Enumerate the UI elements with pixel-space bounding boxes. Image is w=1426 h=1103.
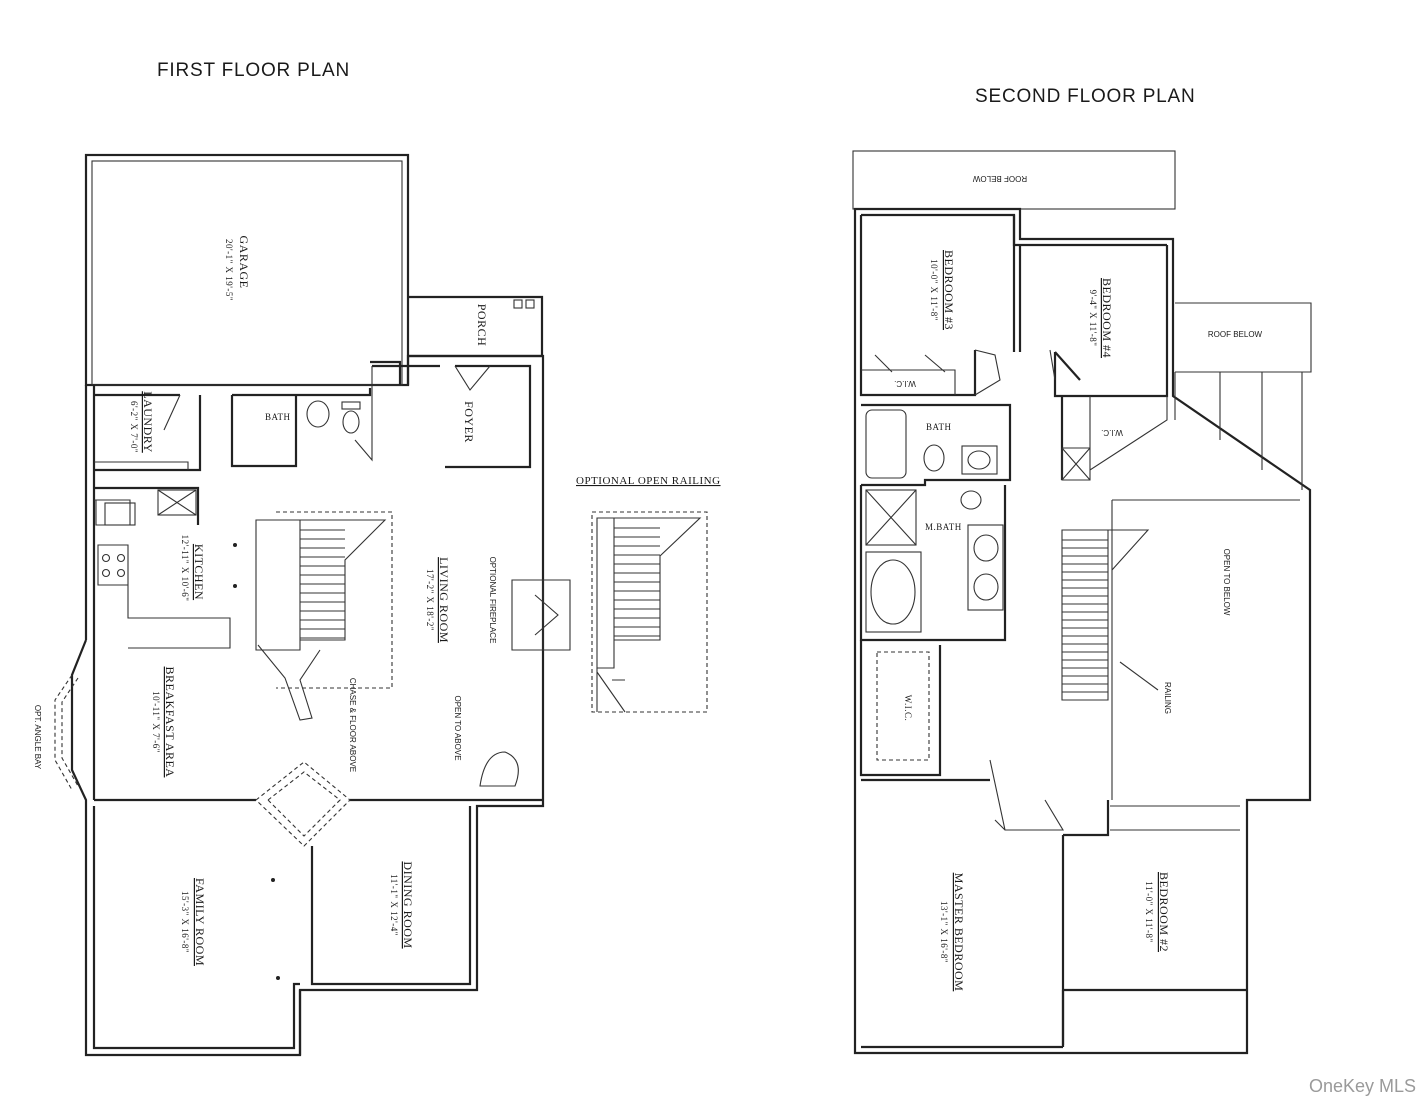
railing-note: RAILING [1163,682,1172,714]
open-to-below-note: OPEN TO BELOW [1222,549,1231,616]
bedroom-4-label: BEDROOM #4 [1100,278,1114,358]
master-bath-label: M.BATH [925,522,962,532]
porch-label: PORCH [475,304,489,347]
roof-below-right-label: ROOF BELOW [1208,330,1263,339]
living-room-label: LIVING ROOM [437,557,451,643]
master-bedroom-dims: 13'-1" X 16'-8" [939,901,949,963]
first-floor-plan-title: FIRST FLOOR PLAN [157,60,350,81]
optional-open-railing-label: OPTIONAL OPEN RAILING [576,475,721,487]
roof-below-top-label: ROOF BELOW [972,174,1027,183]
bedroom-4-wic-label: W.I.C. [1101,428,1123,437]
second-floor-plan-title: SECOND FLOOR PLAN [975,86,1196,107]
family-room-label: FAMILY ROOM [193,878,207,966]
family-room-dims: 15'-3" X 16'-8" [180,891,190,953]
first-bath-label: BATH [265,412,291,422]
bedroom-3-dims: 10'-0" X 11'-8" [929,259,939,321]
angle-bay-note: OPT. ANGLE BAY [33,705,42,770]
garage-dims: 20'-1" X 19'-5" [224,239,234,301]
dining-room-label: DINING ROOM [401,861,415,948]
living-room-dims: 17'-2" X 18'-2" [425,569,435,631]
optional-fireplace-label: OPTIONAL FIREPLACE [488,557,497,644]
bedroom-3-label: BEDROOM #3 [942,250,956,330]
first-floor-labels: GARAGE 20'-1" X 19'-5" PORCH LAUNDRY 6'-… [33,236,721,966]
first-floor-walls [54,153,571,1057]
optional-open-railing-detail [591,511,708,713]
bedroom-2-dims: 11'-0" X 11'-8" [1144,881,1154,942]
breakfast-area-dims: 10'-11" X 7'-6" [151,691,161,753]
second-floor-labels: ROOF BELOW ROOF BELOW BEDROOM #3 10'-0" … [894,174,1262,991]
bedroom-2-label: BEDROOM #2 [1157,872,1171,952]
master-bedroom-label: MASTER BEDROOM [952,873,966,992]
bedroom-4-dims: 9'-4" X 11'-8" [1088,290,1098,347]
kitchen-label: KITCHEN [192,544,206,600]
watermark: OneKey MLS [1308,1076,1416,1096]
second-floor-walls [852,150,1312,1055]
kitchen-dims: 12'-11" X 10'-6" [180,535,190,602]
bedroom-3-wic-label: W.I.C. [894,379,916,388]
dining-room-dims: 11'-1" X 12'-4" [389,874,399,936]
laundry-dims: 6'-2" X 7'-0" [129,401,139,453]
chase-note: CHASE & FLOOR ABOVE [348,678,357,772]
open-to-above-note: OPEN TO ABOVE [453,695,462,760]
foyer-label: FOYER [462,401,476,443]
garage-label: GARAGE [237,236,251,289]
second-bath-label: BATH [926,422,952,432]
master-wic-label: W.I.C. [903,695,913,721]
breakfast-area-label: BREAKFAST AREA [163,667,177,778]
laundry-label: LAUNDRY [141,391,155,453]
